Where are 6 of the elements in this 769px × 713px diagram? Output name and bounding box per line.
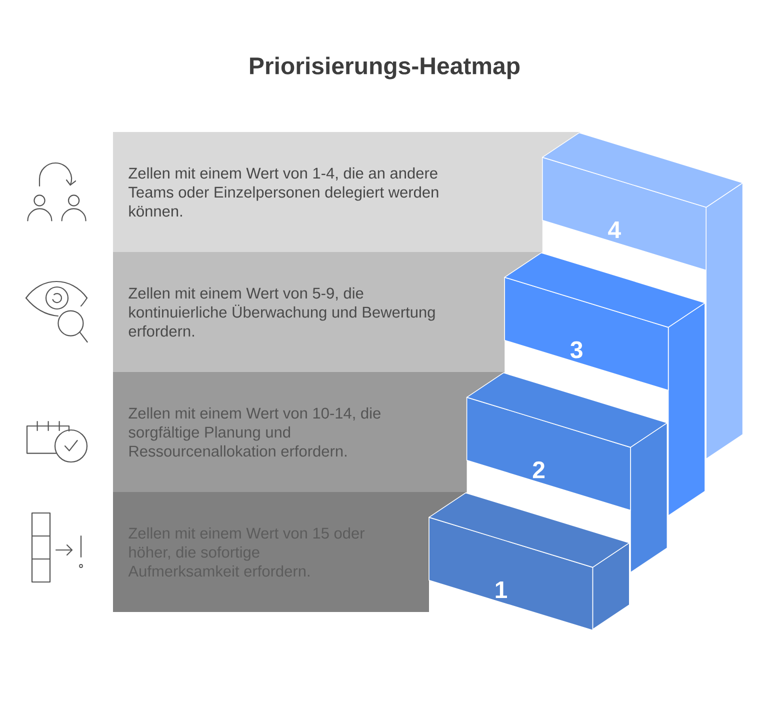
text-band: Zellen mit einem Wert von 5-9, die kontinuierliche Überwachung und Bewertung erfordern.	[113, 252, 542, 372]
title: Priorisierungs-Heatmap	[250, 56, 520, 80]
text-band: Zellen mit einem Wert von 10-14, die sorgfältige Planung und Ressourcenallokation erfordern.	[113, 372, 505, 492]
text-band: Zellen mit einem Wert von 1-4, die an andere Teams oder Einzelpersonen delegiert werden können.	[113, 132, 580, 252]
step-block: 2	[466, 372, 668, 573]
step-block: 1	[428, 492, 630, 631]
